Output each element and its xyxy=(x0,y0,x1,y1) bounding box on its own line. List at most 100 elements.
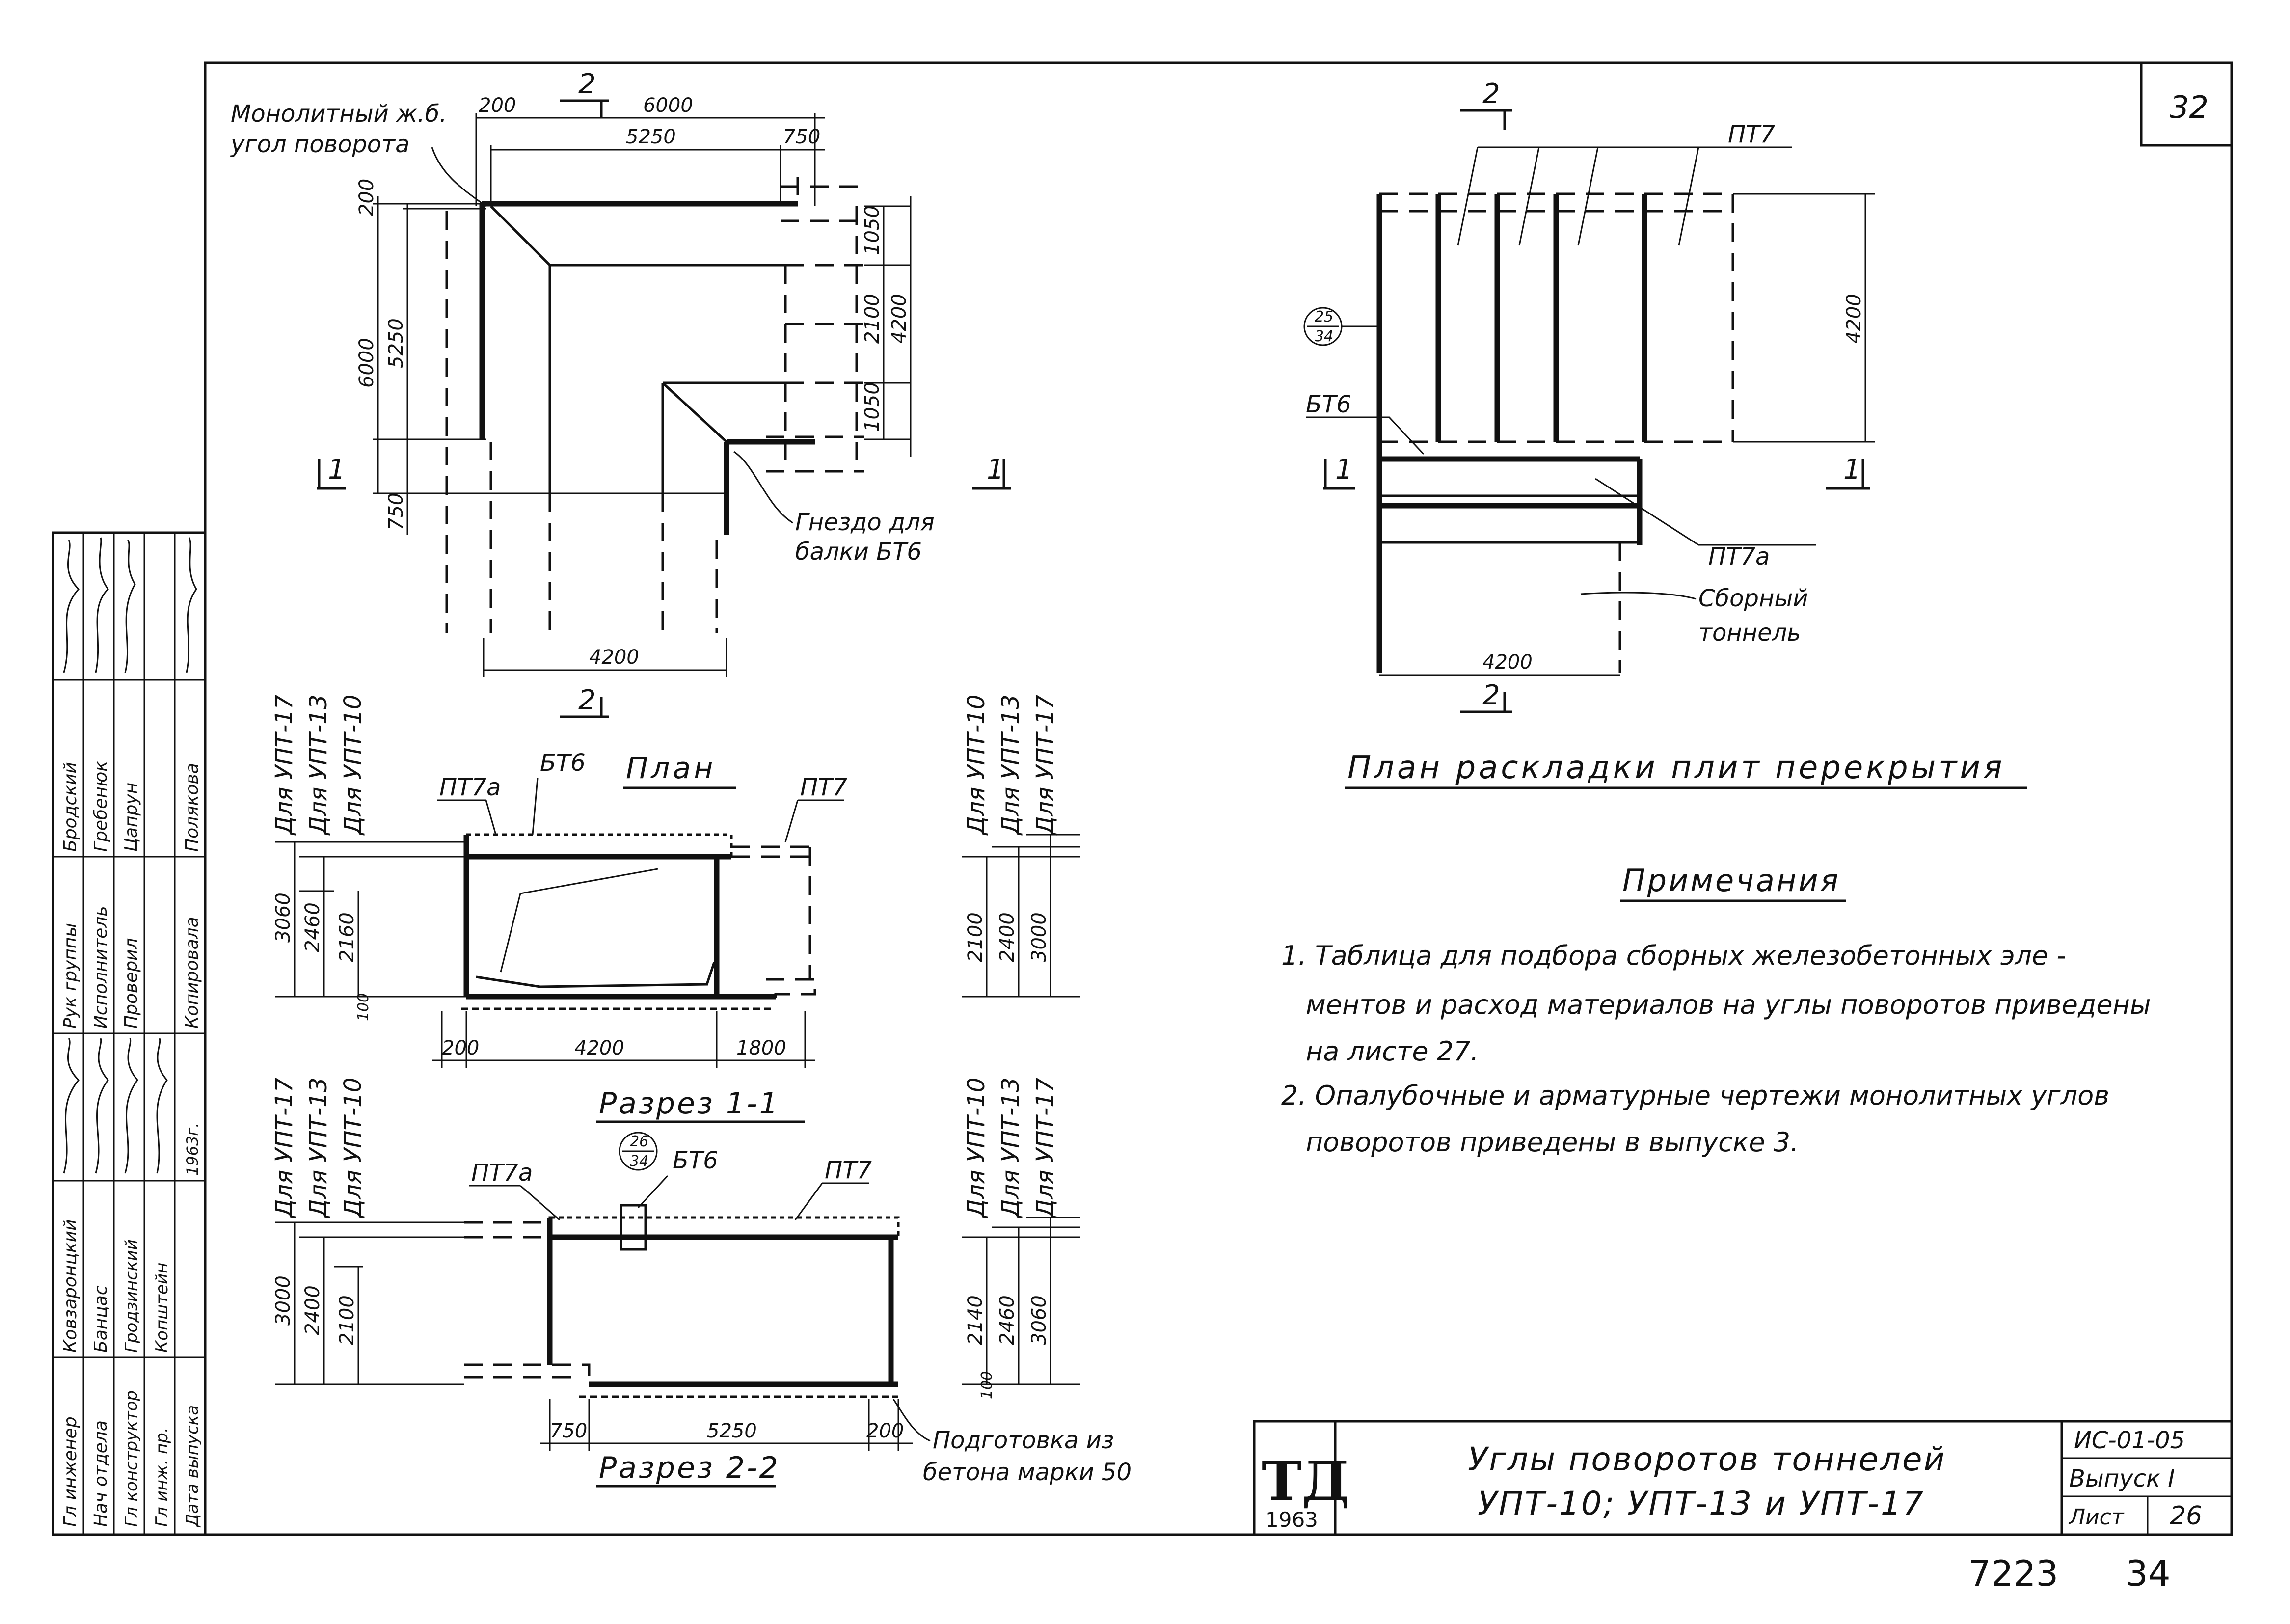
slab-mark-2-bottom: 2 xyxy=(1482,679,1500,711)
plan-label-nest1: Гнездо для xyxy=(795,509,935,536)
s11-left-dim-0: 3060 xyxy=(272,893,295,943)
s22-right-dim-2: 3060 xyxy=(1028,1295,1051,1345)
plan-dim-5250: 5250 xyxy=(626,126,676,148)
slab-mark-1-right: 1 xyxy=(1843,454,1861,486)
stamp-role-8: Копировала xyxy=(182,917,202,1029)
s11-label-bt6: БТ6 xyxy=(540,749,586,777)
plan-label-nest2: балки БТ6 xyxy=(795,538,922,566)
plan-dim-4200: 4200 xyxy=(589,646,639,669)
slab-label-pt7: ПТ7 xyxy=(1728,121,1775,148)
stamp-name-3: Копштейн xyxy=(152,1263,172,1353)
stamp-name-7: Цапрун xyxy=(121,783,141,852)
s11-left-label-0: Для УПТ-17 xyxy=(270,694,298,836)
s11-dim-200: 200 xyxy=(442,1037,479,1059)
plan-vdim-2100: 2100 xyxy=(861,294,884,344)
note-1-line-3: на листе 27. xyxy=(1306,1036,1479,1067)
note-2-line-1: 2. Опалубочные и арматурные чертежи моно… xyxy=(1281,1080,2109,1111)
note-1-line-2: ментов и расход материалов на углы повор… xyxy=(1306,989,2151,1020)
slab-plan-title: План раскладки плит перекрытия xyxy=(1347,750,2005,786)
plan-mark-2-bottom: 2 xyxy=(578,684,596,716)
plan-label-concrete: Монолитный ж.б. xyxy=(231,100,447,128)
notes-heading: Примечания xyxy=(1622,863,1840,898)
sheet-label: Лист xyxy=(2068,1505,2125,1530)
s22-dim-200: 200 xyxy=(866,1420,904,1442)
s11-title: Разрез 1-1 xyxy=(599,1086,780,1121)
s22-left-label-1: Для УПТ-13 xyxy=(305,1078,332,1218)
s11-right-label-1: Для УПТ-13 xyxy=(997,695,1024,836)
s22-right-dim-1: 2460 xyxy=(996,1295,1019,1345)
notes: Примечания 1. Таблица для подбора сборны… xyxy=(1281,863,2151,1158)
drawing-code: ИС-01-05 xyxy=(2074,1427,2185,1454)
s22-label-bt6: БТ6 xyxy=(673,1147,718,1174)
plan-mark-1-right: 1 xyxy=(987,454,1004,486)
s11-right-dim-2: 3000 xyxy=(1028,912,1051,962)
slab-hdim-4200: 4200 xyxy=(1482,651,1533,674)
s22-ref-bottom: 34 xyxy=(630,1153,648,1170)
stamp-role-3: Гл инж. пр. xyxy=(152,1427,172,1527)
s11-label-pt7: ПТ7 xyxy=(800,774,847,801)
s22-right-dim-0: 2140 xyxy=(964,1295,987,1345)
plan-mark-2-top: 2 xyxy=(578,68,596,100)
plan-mark-1-left: 1 xyxy=(328,454,346,486)
slab-ref-top: 25 xyxy=(1315,308,1333,325)
stamp-role-7: Проверил xyxy=(121,938,141,1029)
stamp-role-5: Рук группы xyxy=(60,923,81,1029)
plan-vdim-5250: 5250 xyxy=(385,318,407,368)
s11-dim-4200: 4200 xyxy=(574,1037,624,1059)
plan-dim-200: 200 xyxy=(479,94,516,117)
plan-vdim-1050b: 1050 xyxy=(861,382,884,432)
plan-vdim-4200: 4200 xyxy=(888,294,911,344)
s11-right-dim-1: 2400 xyxy=(996,912,1019,962)
plan-vdim-200: 200 xyxy=(355,179,378,216)
plan-dim-750: 750 xyxy=(783,126,820,148)
s22-right-label-0: Для УПТ-10 xyxy=(963,1078,990,1218)
s11-left-dim-2: 2160 xyxy=(336,912,358,962)
note-2-line-2: поворотов приведены в выпуске 3. xyxy=(1306,1127,1799,1158)
signature-stamp: Гл инженер Нач отдела Гл конструктор Гл … xyxy=(52,531,207,1536)
note-1-line-1: 1. Таблица для подбора сборных железобет… xyxy=(1281,940,2066,971)
s22-dim-100: 100 xyxy=(978,1371,996,1399)
bottom-page: 34 xyxy=(2126,1553,2171,1594)
s22-left-dim-2: 2100 xyxy=(336,1295,358,1345)
s11-left-label-1: Для УПТ-13 xyxy=(305,695,332,836)
plan-view-label: План xyxy=(626,751,716,785)
s22-title: Разрез 2-2 xyxy=(599,1451,780,1485)
s22-prep1: Подготовка из xyxy=(933,1427,1114,1454)
s11-right-label-2: Для УПТ-17 xyxy=(1031,694,1059,836)
slab-ref-bottom: 34 xyxy=(1315,328,1333,345)
plan-vdim-1050a: 1050 xyxy=(861,205,884,255)
stamp-name-8: Полякова xyxy=(182,763,202,852)
stamp-name-4: 1963г. xyxy=(183,1123,202,1176)
logo-year: 1963 xyxy=(1266,1508,1318,1532)
title-block: ТД 1963 Углы поворотов тоннелей УПТ-10; … xyxy=(1253,1420,2233,1536)
stamp-name-2: Гродзинский xyxy=(122,1239,141,1353)
stamp-role-4: Дата выпуска xyxy=(183,1405,202,1528)
bottom-code: 7223 xyxy=(1968,1553,2058,1594)
stamp-role-2: Гл конструктор xyxy=(122,1390,141,1527)
slab-label-bt6: БТ6 xyxy=(1306,391,1351,418)
plan-dim-6000: 6000 xyxy=(643,94,693,117)
s22-prep2: бетона марки 50 xyxy=(923,1459,1132,1486)
s11-left-label-2: Для УПТ-10 xyxy=(339,695,367,836)
slab-mark-2-top: 2 xyxy=(1482,78,1500,110)
slab-label-sborny2: тоннель xyxy=(1698,619,1801,647)
s22-right-label-2: Для УПТ-17 xyxy=(1031,1077,1059,1218)
stamp-name-0: Ковзаронцкий xyxy=(60,1219,81,1353)
stamp-name-1: Банцас xyxy=(91,1285,111,1353)
plan-vdim-6000: 6000 xyxy=(355,338,378,388)
page-number: 32 xyxy=(2170,89,2209,125)
sheet-number: 26 xyxy=(2170,1501,2202,1531)
stamp-name-5: Бродский xyxy=(60,762,81,852)
plan-label-turn: угол поворота xyxy=(230,131,410,158)
drawing-title-line-1: Углы поворотов тоннелей xyxy=(1468,1440,1946,1478)
s11-dim-100: 100 xyxy=(355,993,372,1021)
section-2-2: ПТ7а БТ6 ПТ7 26 34 3000 2400 2100 xyxy=(270,1077,1132,1488)
stamp-name-6: Гребенюк xyxy=(91,761,111,852)
s11-label-pt7a: ПТ7а xyxy=(439,774,501,801)
drawing-issue: Выпуск I xyxy=(2069,1465,2175,1492)
plan-view: 200 6000 5250 750 4200 200 6000 5250 750… xyxy=(230,68,1011,718)
stamp-role-0: Гл инженер xyxy=(60,1416,81,1527)
section-1-1: План ПТ7а БТ6 ПТ7 3060 2460 2160 Для xyxy=(270,694,1080,1123)
stamp-role-1: Нач отдела xyxy=(91,1420,111,1527)
